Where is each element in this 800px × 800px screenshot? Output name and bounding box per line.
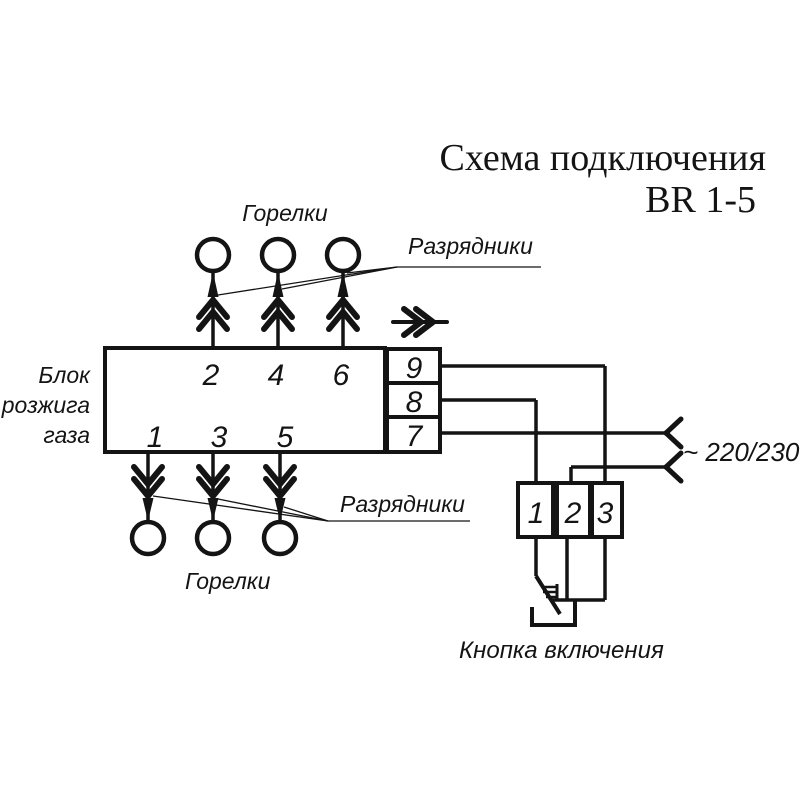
power-button-label: Кнопка включения — [459, 637, 664, 664]
page-title-line2: BR 1-5 — [645, 179, 756, 221]
spark-gaps-top-label: Разрядники — [408, 233, 533, 259]
terminal-right-9: 9 — [406, 352, 423, 385]
flow-arrow-icon — [391, 306, 449, 338]
page-title-line1: Схема подключения — [440, 137, 767, 179]
ignition-block-box — [103, 346, 387, 454]
bottom-spark-chevrons — [131, 464, 297, 501]
terminal-right-8: 8 — [406, 386, 423, 419]
mains-voltage-label: ~ 220/230 — [683, 437, 800, 467]
block-name-line3: газа — [43, 422, 90, 448]
connector-terminal-1: 1 — [528, 497, 545, 530]
top-spark-chevrons — [196, 295, 360, 332]
top-burner-circles — [194, 236, 362, 274]
push-button-switch — [530, 537, 607, 627]
block-name-line1: Блок — [38, 362, 91, 388]
terminal-top-4: 4 — [268, 359, 285, 392]
block-name-line2: розжига — [1, 392, 90, 418]
terminal-top-6: 6 — [333, 359, 350, 392]
spark-gaps-bottom-label: Разрядники — [340, 491, 465, 517]
terminal-top-2: 2 — [202, 359, 220, 392]
mains-fork-icons — [663, 416, 684, 484]
bottom-burner-circles — [129, 519, 299, 557]
terminal-right-7: 7 — [406, 420, 424, 453]
connector-terminal-2: 2 — [564, 497, 582, 530]
burners-top-label: Горелки — [242, 200, 328, 226]
top-arrowheads — [207, 272, 349, 297]
right-terminal-boxes — [385, 347, 442, 454]
top-leader-lines — [217, 266, 541, 296]
connector-terminal-3: 3 — [597, 497, 614, 530]
terminal-bottom-5: 5 — [277, 421, 294, 454]
bottom-leader-lines — [152, 495, 470, 522]
terminal-bottom-1: 1 — [147, 421, 164, 454]
terminal-bottom-3: 3 — [211, 421, 228, 454]
connector-block — [516, 481, 624, 539]
burners-bottom-label: Горелки — [185, 568, 271, 594]
power-wiring — [440, 364, 666, 483]
